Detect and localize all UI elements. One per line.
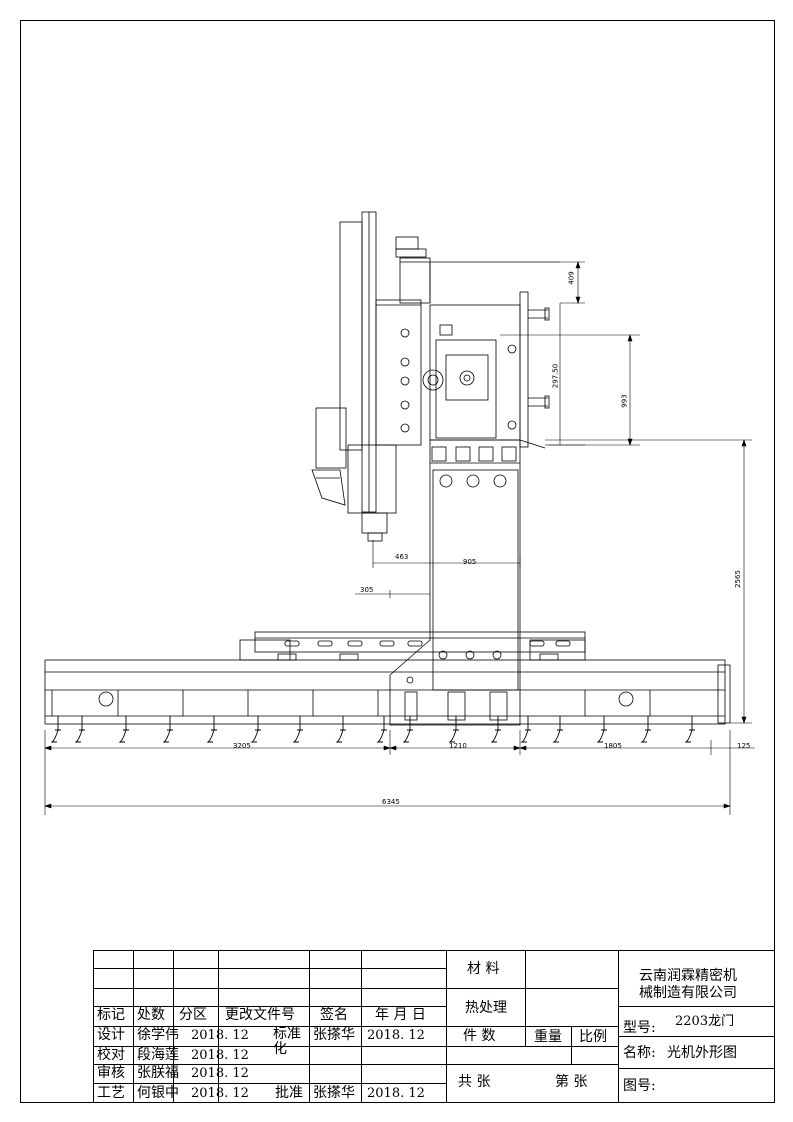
hdr-doc: 更改文件号 [225,1007,295,1023]
std-label: 标准化 [273,1026,301,1057]
design-name: 徐学伟 [137,1027,179,1043]
weight-label: 重量 [534,1029,562,1045]
work-table [254,631,586,661]
check-name: 段海莲 [137,1047,179,1063]
pieces-label: 件 数 [463,1028,496,1044]
hdr-count: 处数 [137,1007,165,1023]
dim-993: 993 [620,394,629,408]
process-name: 何银中 [137,1085,179,1101]
check-label: 校对 [97,1047,125,1063]
dim-3205: 3205 [233,742,251,750]
review-date: 2018. 12 [191,1066,249,1081]
process-label: 工艺 [97,1085,125,1101]
name-label: 名称: [623,1045,656,1061]
model-value: 2203龙门 [675,1014,735,1029]
dimension-lines [44,261,755,815]
dim-1805: 1805 [604,742,622,750]
dim-2565: 2565 [733,570,742,588]
leveling-feet [50,716,695,743]
review-name: 张朕福 [137,1065,179,1081]
heat-treatment-label: 热处理 [465,1000,507,1016]
dim-125: 125 [737,742,751,750]
dim-905: 905 [463,558,477,566]
company-name-line2: 械制造有限公司 [639,985,737,1001]
std-name: 张搽华 [313,1027,355,1043]
process-date: 2018. 12 [191,1086,249,1101]
hdr-zone: 分区 [179,1007,207,1023]
design-date: 2018. 12 [191,1028,249,1043]
gantry-column [389,439,546,726]
model-label: 型号: [623,1020,656,1036]
std-date: 2018. 12 [367,1028,425,1043]
hdr-mark: 标记 [97,1007,125,1023]
dim-463: 463 [395,553,409,561]
dim-409: 409 [567,271,576,285]
design-label: 设计 [97,1027,125,1043]
company-name-line1: 云南润霖精密机 [639,968,737,984]
name-value: 光机外形图 [667,1045,737,1061]
material-label: 材 料 [467,961,500,977]
approve-label: 批准 [275,1085,303,1101]
review-label: 审核 [97,1065,125,1081]
scale-label: 比例 [579,1029,607,1045]
title-block: 标记 处数 分区 更改文件号 签名 年 月 日 设计 徐学伟 2018. 12 … [93,950,775,1103]
machine-bed [44,639,731,725]
sheet-number-label: 第 张 [555,1074,588,1090]
check-date: 2018. 12 [191,1048,249,1063]
approve-name: 张搽华 [313,1085,355,1101]
total-sheets-label: 共 张 [458,1074,491,1090]
hdr-date: 年 月 日 [375,1007,426,1023]
crossbeam [399,257,560,448]
approve-date: 2018. 12 [367,1086,425,1101]
dim-305: 305 [360,586,374,594]
dim-1210: 1210 [449,742,467,750]
dim-6345: 6345 [382,798,400,806]
drawing-number-label: 图号: [623,1078,656,1094]
drawing-frame [20,20,775,1103]
hdr-sign: 签名 [320,1007,348,1023]
spindle-head [311,211,427,542]
dim-297-50: 297.50 [551,363,560,389]
